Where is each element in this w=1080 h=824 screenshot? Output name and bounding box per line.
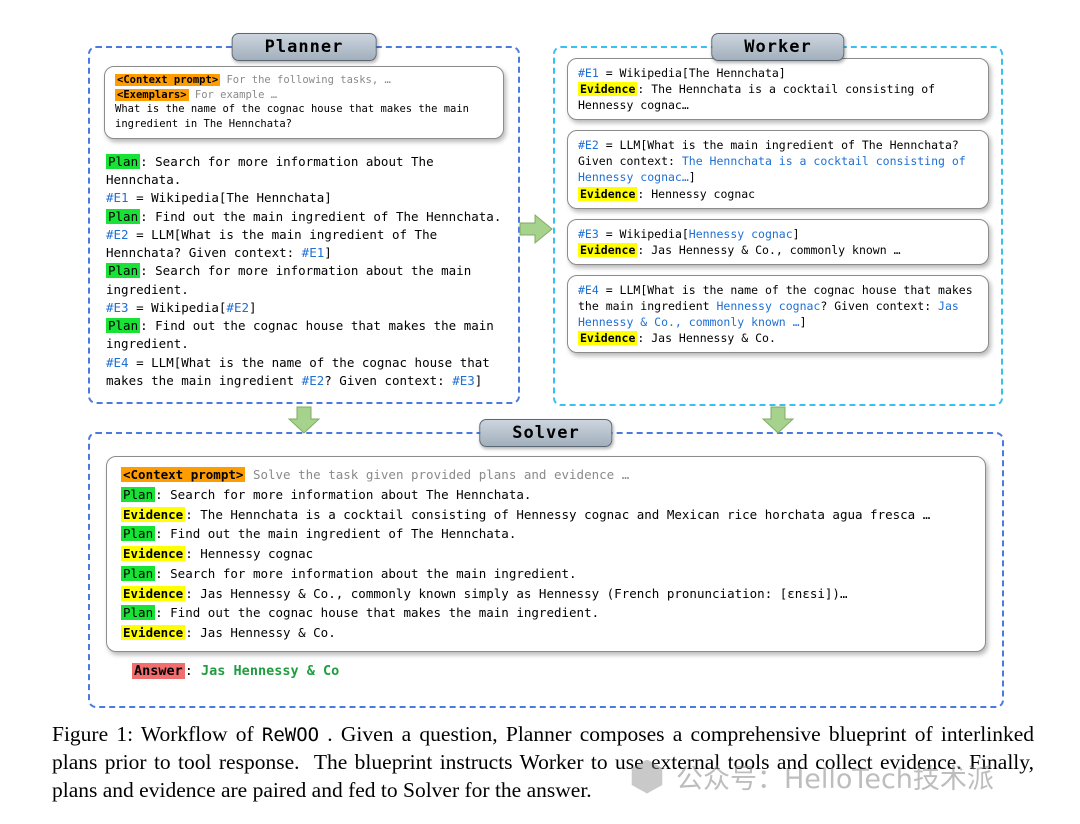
worker-evidence-box-3: #E3 = Wikipedia[Hennessy cognac]Evidence… bbox=[567, 218, 989, 265]
planner-context-box: <Context prompt> For the following tasks… bbox=[104, 66, 504, 139]
text-line: Evidence: Hennessy cognac bbox=[578, 186, 756, 201]
text-line: Figure 1: Workflow of ReWOO . Given a qu… bbox=[52, 722, 1040, 802]
text-line: Evidence: Hennessy cognac bbox=[121, 546, 314, 561]
text-line: Evidence: The Hennchata is a cocktail co… bbox=[121, 506, 931, 522]
planner-panel: Planner <Context prompt> For the followi… bbox=[88, 33, 520, 404]
solver-title: Solver bbox=[479, 419, 613, 447]
planner-to-solver-arrow-icon bbox=[288, 406, 320, 434]
text-line: #E4 = LLM[What is the name of the cognac… bbox=[578, 282, 980, 330]
text-line: What is the name of the cognac house tha… bbox=[115, 103, 476, 131]
text-line: Evidence: Jas Hennessy & Co., commonly k… bbox=[578, 242, 901, 257]
planner-to-worker-arrow-icon bbox=[519, 213, 553, 245]
text-line: <Context prompt> Solve the task given pr… bbox=[121, 467, 630, 482]
worker-evidence-box-1: #E1 = Wikipedia[The Hennchata] Evidence: … bbox=[567, 58, 989, 121]
worker-evidence-box-4: #E4 = LLM[What is the name of the cognac… bbox=[567, 274, 989, 354]
text-line: #E2 = LLM[What is the main ingredient of… bbox=[578, 138, 973, 185]
text-line: Evidence: The Hennchata is a cocktail co… bbox=[578, 82, 943, 113]
planner-title: Planner bbox=[231, 33, 377, 61]
text-line: Answer: Jas Hennessy & Co bbox=[132, 662, 340, 679]
text-line: Plan: Search for more information about … bbox=[106, 153, 442, 187]
text-line: #E2 = LLM[What is the main ingredient of… bbox=[106, 226, 445, 260]
solver-panel: Solver <Context prompt> Solve the task g… bbox=[88, 419, 1004, 708]
text-line: Plan: Search for more information about … bbox=[121, 565, 577, 581]
text-line: Plan: Search for more information about … bbox=[106, 263, 479, 297]
text-line: Evidence: Jas Hennessy & Co., commonly k… bbox=[121, 585, 848, 601]
figure-caption: Figure 1: Workflow of ReWOO . Given a qu… bbox=[52, 721, 1034, 805]
text-line: Evidence: Jas Hennessy & Co. bbox=[121, 625, 336, 640]
text-line: Plan: Find out the cognac house that mak… bbox=[106, 318, 502, 352]
text-line: #E3 = Wikipedia[#E2] bbox=[106, 299, 257, 315]
worker-title: Worker bbox=[711, 33, 845, 61]
text-line: <Context prompt> For the following tasks… bbox=[115, 74, 391, 86]
text-line: #E1 = Wikipedia[The Hennchata] bbox=[578, 66, 786, 80]
solver-context-box: <Context prompt> Solve the task given pr… bbox=[106, 456, 986, 652]
answer-line: Answer: Jas Hennessy & Co bbox=[90, 652, 1002, 679]
worker-panel: Worker #E1 = Wikipedia[The Hennchata] Evi… bbox=[553, 33, 1003, 406]
text-line: Plan: Search for more information about … bbox=[121, 486, 532, 502]
worker-to-solver-arrow-icon bbox=[762, 406, 794, 434]
text-line: Plan: Find out the main ingredient of Th… bbox=[121, 526, 517, 542]
text-line: Plan: Find out the cognac house that mak… bbox=[121, 605, 600, 621]
text-line: #E1 = Wikipedia[The Hennchata] bbox=[106, 190, 332, 206]
worker-evidence-box-2: #E2 = LLM[What is the main ingredient of… bbox=[567, 130, 989, 209]
text-line: Plan: Find out the main ingredient of Th… bbox=[106, 208, 502, 224]
planner-plan-text: Plan: Search for more information about … bbox=[90, 145, 518, 390]
text-line: <Exemplars> For example … bbox=[115, 88, 278, 101]
text-line: #E4 = LLM[What is the name of the cognac… bbox=[106, 354, 498, 388]
text-line: #E3 = Wikipedia[Hennessy cognac] bbox=[578, 226, 800, 241]
text-line: Evidence: Jas Hennessy & Co. bbox=[578, 331, 776, 346]
